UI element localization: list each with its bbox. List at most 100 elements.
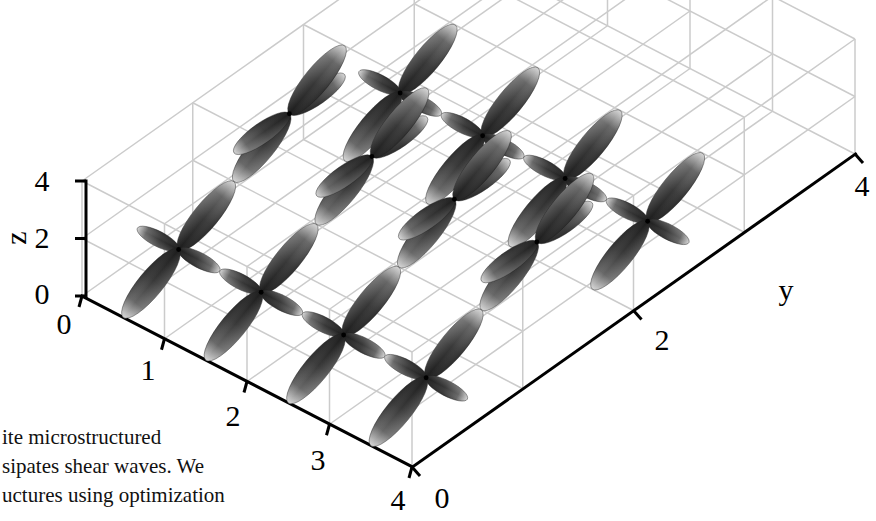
petal bbox=[307, 149, 382, 233]
plot-axes bbox=[75, 154, 863, 478]
junction-dot bbox=[369, 154, 374, 159]
grid-line bbox=[193, 218, 523, 389]
petal bbox=[476, 234, 543, 290]
petal bbox=[389, 191, 464, 275]
axis-tick bbox=[75, 295, 86, 298]
petal-shade bbox=[527, 166, 602, 250]
petal-body bbox=[527, 166, 602, 250]
axis-line bbox=[413, 154, 856, 467]
petal-shade bbox=[638, 145, 713, 229]
grid-line bbox=[744, 117, 746, 232]
petal-body bbox=[423, 371, 471, 406]
petal-shade bbox=[169, 174, 244, 258]
junction-dot bbox=[563, 176, 568, 181]
petal bbox=[638, 145, 713, 229]
petal-body bbox=[251, 216, 326, 300]
grid-line bbox=[330, 54, 773, 367]
axis-title: z bbox=[1, 231, 31, 244]
axis-tick bbox=[75, 180, 86, 183]
junction-dot bbox=[259, 290, 264, 295]
petal bbox=[423, 371, 471, 406]
petal-shade bbox=[196, 284, 271, 368]
grid-line bbox=[854, 39, 856, 154]
petal-shade bbox=[393, 191, 460, 247]
axis-tick bbox=[412, 467, 420, 476]
petal bbox=[445, 123, 520, 207]
petal bbox=[311, 148, 378, 204]
body-text: sipates shear waves. We bbox=[2, 456, 204, 477]
petal-body bbox=[416, 302, 491, 386]
petal bbox=[393, 191, 460, 247]
petal-shade bbox=[472, 234, 547, 318]
petal-body bbox=[258, 286, 306, 321]
grid-line bbox=[412, 97, 855, 410]
axis-tick-label: 0 bbox=[35, 279, 50, 309]
lattice-grid bbox=[82, 0, 855, 467]
grid-line bbox=[412, 154, 855, 467]
axis-tick-label: 4 bbox=[391, 485, 406, 515]
petal-body bbox=[638, 145, 713, 229]
petal-shade bbox=[334, 259, 409, 343]
petal-shade bbox=[228, 105, 295, 161]
petal-body bbox=[393, 191, 460, 247]
petal-body bbox=[279, 327, 354, 411]
petal bbox=[473, 60, 548, 144]
grid-line bbox=[525, 0, 855, 97]
petal-shade bbox=[224, 106, 299, 190]
petal-body bbox=[473, 60, 548, 144]
junction-dot bbox=[341, 333, 346, 338]
junction-dot bbox=[534, 240, 539, 245]
axis-tick bbox=[75, 237, 86, 240]
petal bbox=[279, 327, 354, 411]
petal bbox=[472, 234, 547, 318]
grid-line bbox=[192, 103, 194, 218]
junction-dot bbox=[424, 375, 429, 380]
petal-body bbox=[228, 105, 295, 161]
petal-body bbox=[334, 259, 409, 343]
petal bbox=[583, 213, 658, 297]
petal-body bbox=[476, 234, 543, 290]
petal-shade bbox=[473, 60, 548, 144]
petal-body bbox=[583, 213, 658, 297]
petal-shade bbox=[445, 123, 520, 207]
petal-body bbox=[196, 284, 271, 368]
junction-dot bbox=[452, 197, 457, 202]
petal bbox=[362, 81, 437, 165]
petal bbox=[228, 105, 295, 161]
petal-shade bbox=[476, 234, 543, 290]
petal-body bbox=[224, 106, 299, 190]
petal bbox=[224, 106, 299, 190]
junction-dot bbox=[645, 219, 650, 224]
body-text: ite microstructured bbox=[2, 427, 161, 448]
junction-dot bbox=[287, 111, 292, 116]
grid-line bbox=[165, 0, 608, 281]
grid-line bbox=[82, 239, 412, 410]
petal bbox=[416, 302, 491, 386]
petal-body bbox=[472, 234, 547, 318]
petal-shade bbox=[423, 371, 471, 406]
petal-body bbox=[389, 191, 464, 275]
grid-line bbox=[330, 0, 773, 309]
grid-line bbox=[82, 0, 525, 239]
petal-body bbox=[362, 81, 437, 165]
petal-shade bbox=[258, 286, 306, 321]
petal-body bbox=[445, 123, 520, 207]
petal-body bbox=[114, 242, 189, 326]
petal-body bbox=[555, 103, 630, 187]
petal-shade bbox=[114, 242, 189, 326]
petal-body bbox=[307, 149, 382, 233]
petal-shade bbox=[644, 215, 692, 250]
axis-tick bbox=[162, 339, 165, 350]
petal-shade bbox=[279, 327, 354, 411]
grid-line bbox=[247, 11, 690, 324]
grid-line bbox=[412, 39, 855, 352]
petal-shade bbox=[175, 243, 223, 278]
petal-shade bbox=[583, 213, 658, 297]
axis-title: y bbox=[779, 275, 794, 305]
petal-shade bbox=[389, 191, 464, 275]
axis-tick bbox=[79, 296, 82, 307]
grid-line bbox=[522, 274, 524, 389]
axis-tick-label: 4 bbox=[35, 166, 50, 196]
